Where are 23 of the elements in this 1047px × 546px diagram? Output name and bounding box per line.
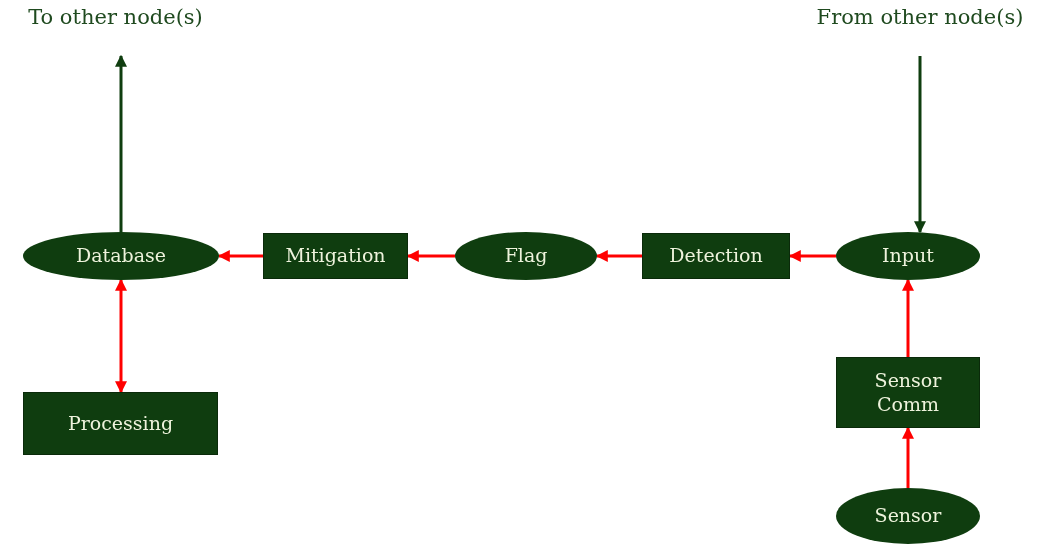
node-text: Detection [668, 244, 764, 268]
process-box [23, 392, 218, 455]
arrow [115, 54, 127, 232]
node-text: Sensor Comm [873, 368, 943, 417]
node-label: To other node(s) [27, 4, 204, 31]
process-box [263, 233, 408, 279]
node-text: Input [881, 244, 935, 268]
node-text: Sensor [873, 504, 943, 528]
process-box [836, 357, 980, 428]
node-text: Processing [66, 411, 175, 436]
arrow [902, 278, 914, 357]
node-text: Database [75, 244, 167, 268]
arrow [914, 56, 926, 234]
arrow [115, 278, 127, 394]
process-box [642, 233, 790, 279]
node-text: Mitigation [284, 244, 387, 268]
arrow [406, 250, 455, 262]
node-text: Flag [503, 244, 549, 268]
arrow [595, 250, 642, 262]
node-label: From other node(s) [815, 4, 1025, 31]
arrow [217, 250, 263, 262]
arrow [902, 426, 914, 488]
arrow [788, 250, 836, 262]
